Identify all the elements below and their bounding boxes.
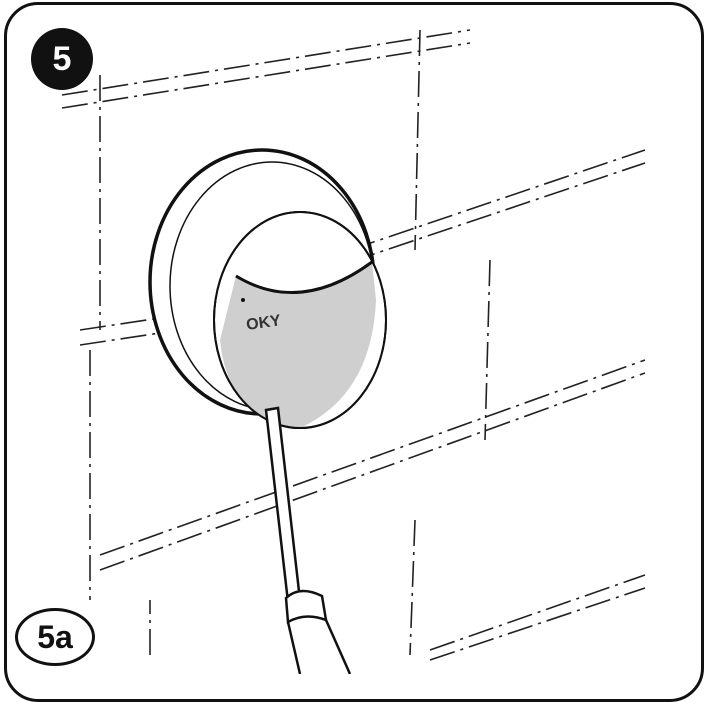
brick-wall: [61, 29, 646, 661]
sub-step-badge: 5a: [15, 608, 95, 666]
led-indicator: [241, 298, 245, 302]
round-device: OKY: [148, 148, 387, 429]
device-face-shaded: [220, 262, 376, 428]
device-marking: OKY: [245, 312, 282, 334]
screwdriver: [264, 406, 352, 674]
step-badge: 5: [31, 28, 93, 90]
wall-mount-illustration: OKY: [61, 29, 646, 674]
